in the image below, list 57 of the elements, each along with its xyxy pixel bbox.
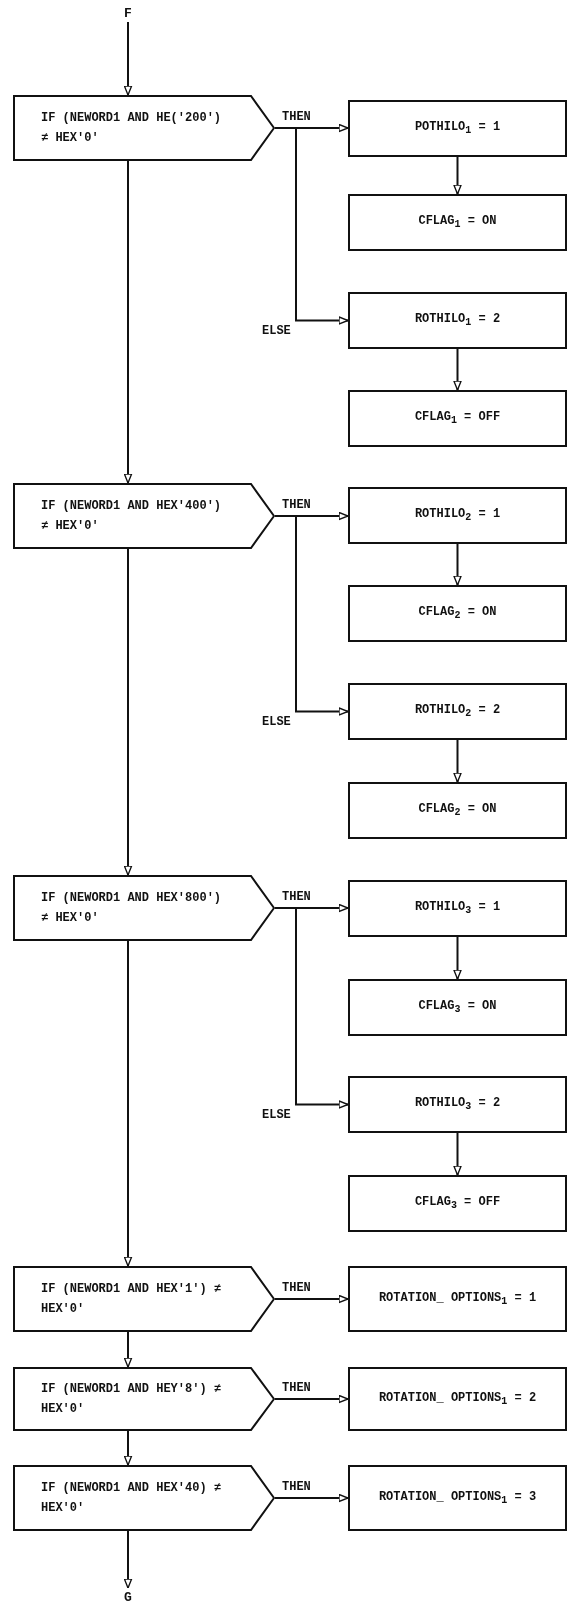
process-box xyxy=(348,782,567,839)
process-box xyxy=(348,1175,567,1232)
node-text: CFLAG$_{2}$ = ON xyxy=(418,801,497,821)
node-text: CFLAG$_{2}$ = ON xyxy=(418,604,497,624)
node-text: ROTHILO$_{3}$ = 1 xyxy=(414,899,501,919)
node-text: ROTATION_ OPTIONS$_{1}$ = 2 xyxy=(378,1389,537,1410)
node-text: IF (NEWORD1 AND HEX'400') ≠ HEX'0' xyxy=(41,497,223,535)
node-text: ROTHILO$_{2}$ = 2 xyxy=(414,702,501,722)
arrow xyxy=(274,515,349,716)
process-box xyxy=(348,194,567,251)
node-text: POTHILO$_{1}$ = 1 xyxy=(414,119,501,139)
arrow xyxy=(123,1530,133,1589)
process-box xyxy=(348,1465,567,1531)
arrow xyxy=(274,907,349,1109)
process-box xyxy=(348,979,567,1036)
node-text: IF (NEWORD1 AND HE('200') ≠ HEX'0' xyxy=(41,109,223,147)
arrow xyxy=(453,1132,462,1176)
node-text: IF (NEWORD1 AND HEY'8') ≠ HEX'0' xyxy=(41,1380,223,1418)
node-text: CFLAG$_{3}$ = ON xyxy=(418,998,497,1018)
process-box xyxy=(348,683,567,740)
arrow xyxy=(123,160,133,484)
arrow xyxy=(123,21,133,96)
process-box xyxy=(348,1076,567,1133)
arrow xyxy=(274,1394,349,1404)
node-text: IF (NEWORD1 AND HEX'40) ≠ HEX'0' xyxy=(41,1479,223,1517)
arrow xyxy=(123,1331,133,1368)
process-box xyxy=(348,1266,567,1332)
node-text: ROTHILO$_{2}$ = 1 xyxy=(414,506,501,526)
node-text: ROTATION_ OPTIONS$_{1}$ = 3 xyxy=(378,1488,537,1509)
arrow xyxy=(123,1430,133,1466)
process-box xyxy=(348,100,567,157)
connector-label: G xyxy=(118,1588,138,1606)
arrow xyxy=(453,543,462,586)
node-text: IF (NEWORD1 AND HEX'800') ≠ HEX'0' xyxy=(41,889,223,927)
arrow xyxy=(274,1493,349,1503)
node-text: ROTHILO$_{1}$ = 2 xyxy=(414,311,501,331)
process-box xyxy=(348,880,567,937)
arrow xyxy=(274,1294,349,1304)
connector-label: F xyxy=(118,4,138,22)
process-box xyxy=(348,390,567,447)
arrow xyxy=(453,156,462,195)
arrow xyxy=(453,739,462,783)
process-box xyxy=(348,487,567,544)
arrow xyxy=(453,348,462,391)
process-box xyxy=(348,1367,567,1431)
node-text: CFLAG$_{1}$ = ON xyxy=(418,213,497,233)
arrow xyxy=(123,940,133,1267)
node-text: ROTHILO$_{3}$ = 2 xyxy=(414,1095,501,1115)
node-text: IF (NEWORD1 AND HEX'1') ≠ HEX'0' xyxy=(41,1280,223,1318)
arrow xyxy=(123,548,133,876)
arrow xyxy=(453,936,462,980)
node-text: ROTATION_ OPTIONS$_{1}$ = 1 xyxy=(378,1289,537,1310)
node-text: CFLAG$_{3}$ = OFF xyxy=(414,1194,501,1214)
arrow xyxy=(274,127,349,325)
process-box xyxy=(348,585,567,642)
process-box xyxy=(348,292,567,349)
node-text: CFLAG$_{1}$ = OFF xyxy=(414,409,501,429)
